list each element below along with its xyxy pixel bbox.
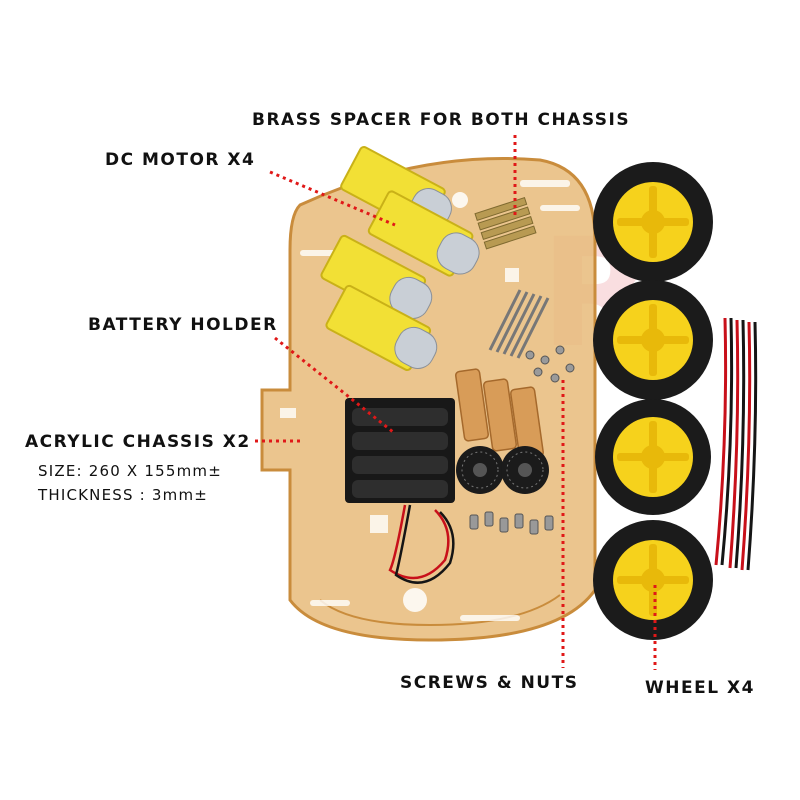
label-thickness: THICKNESS : 3mm±	[38, 486, 209, 504]
leader-lines	[255, 135, 657, 670]
encoder-discs	[456, 446, 549, 494]
small-screws	[469, 511, 554, 535]
label-screws-nuts: SCREWS & NUTS	[400, 673, 579, 693]
label-acrylic-chassis: ACRYLIC CHASSIS X2	[25, 432, 251, 452]
nuts	[525, 345, 575, 383]
dc-motors	[320, 146, 480, 372]
label-dc-motor: DC MOTOR X4	[105, 150, 256, 170]
label-size: SIZE: 260 X 155mm±	[38, 462, 222, 480]
label-wheel: WHEEL X4	[645, 678, 755, 698]
label-brass-spacer: BRASS SPACER FOR BOTH CHASSIS	[252, 110, 631, 130]
brass-spacers	[474, 197, 537, 250]
long-screws	[488, 289, 550, 359]
leader-dc-motor	[269, 170, 396, 227]
wheels	[593, 162, 713, 640]
label-battery-holder: BATTERY HOLDER	[88, 315, 278, 335]
wires	[714, 317, 758, 571]
battery-holder	[345, 398, 455, 503]
